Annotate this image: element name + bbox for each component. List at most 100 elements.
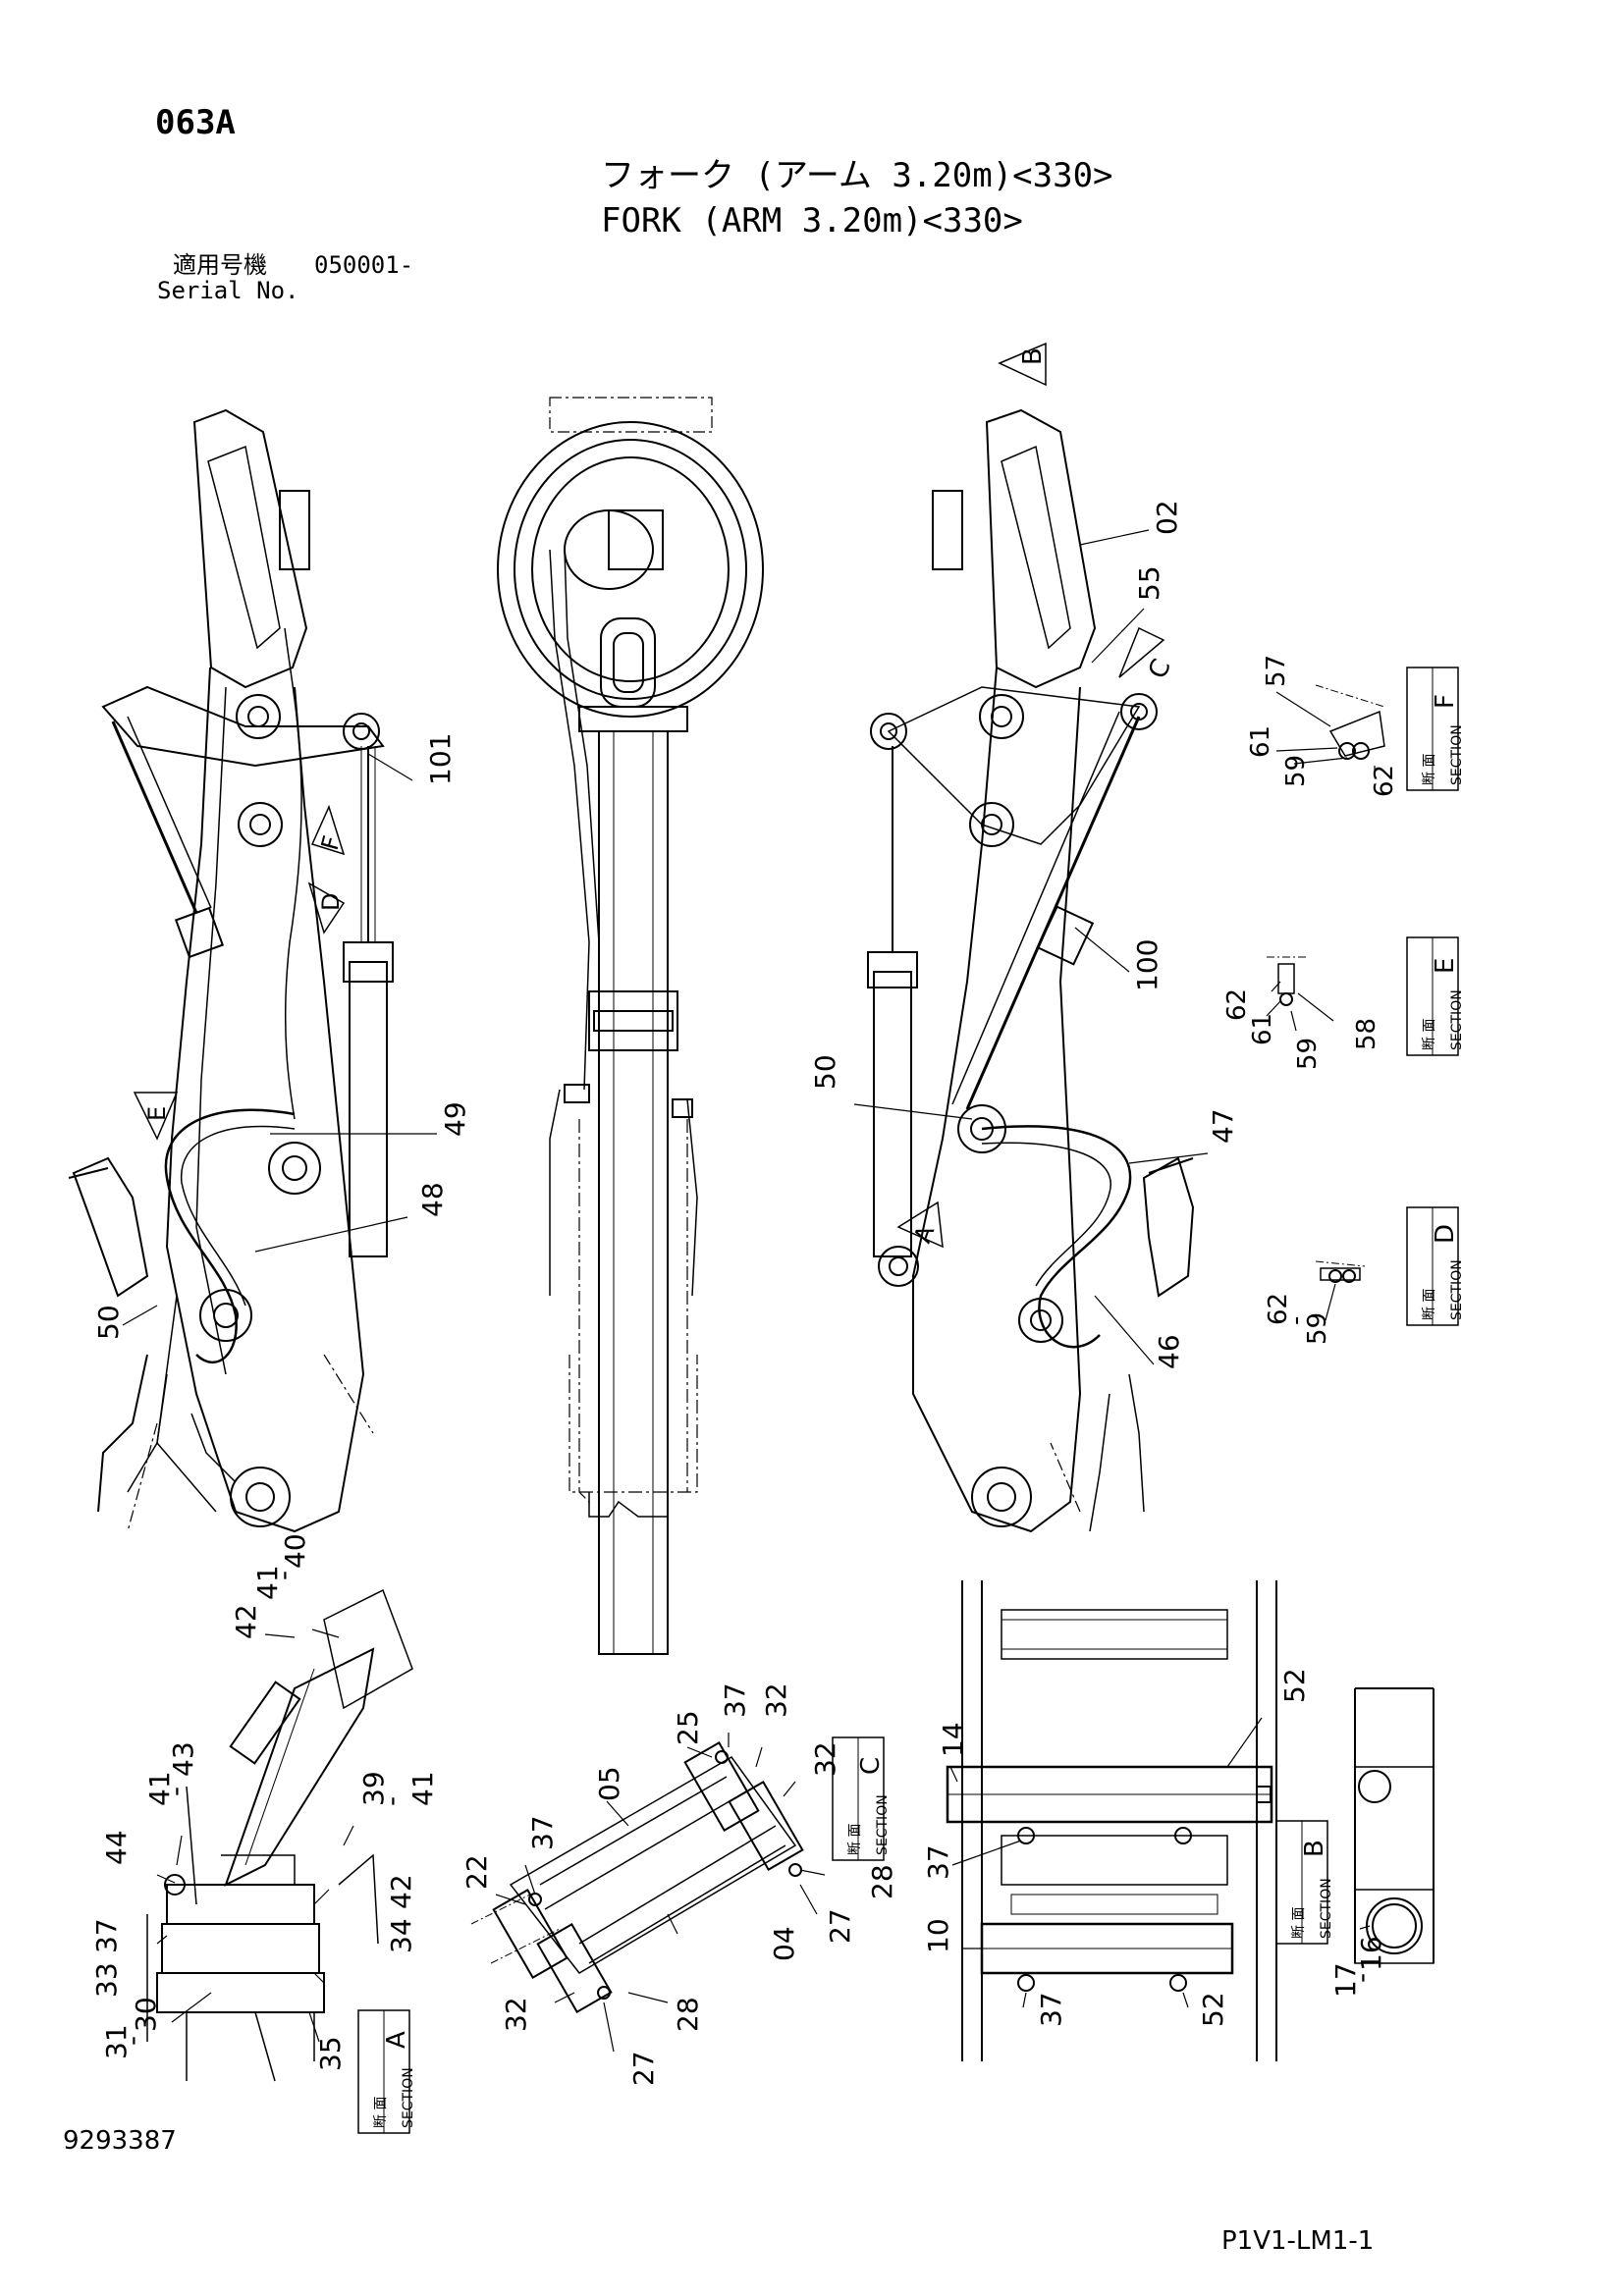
callout-101: 101: [424, 733, 457, 785]
callout-25: 25: [672, 1710, 704, 1745]
callout-57: 57: [1262, 655, 1291, 687]
callout-31: 31: [100, 2024, 133, 2059]
callout-41-a2: 41: [143, 1771, 176, 1806]
view-arrows: B C F D E A: [133, 342, 1177, 1249]
callout-05: 05: [593, 1766, 625, 1801]
callout-50-right: 50: [809, 1054, 841, 1090]
leader-lines-upper: [122, 529, 1209, 1365]
section-d-letter: D: [1431, 1224, 1460, 1244]
callout-dash-b: -: [1345, 1973, 1378, 1983]
callout-62-e: 62: [1222, 988, 1252, 1021]
section-a-en: SECTION: [401, 2067, 416, 2128]
callout-27-c1: 27: [824, 1908, 856, 1944]
section-f-en: SECTION: [1449, 724, 1465, 785]
callout-32-c2: 32: [809, 1741, 841, 1777]
callout-42-a1: 42: [230, 1604, 262, 1639]
callout-61-f: 61: [1246, 725, 1275, 758]
callout-22: 22: [460, 1854, 493, 1890]
callout-39: 39: [357, 1771, 390, 1806]
callout-34: 34: [385, 1918, 417, 1953]
callout-55: 55: [1133, 565, 1165, 601]
serial-label-japanese: 適用号機: [173, 251, 267, 279]
callout-58: 58: [1352, 1018, 1381, 1050]
callout-40: 40: [279, 1533, 311, 1569]
callout-59-f: 59: [1281, 755, 1311, 787]
callout-43: 43: [167, 1741, 199, 1777]
section-b-plan: 52 14 37 10 37 52: [922, 1580, 1311, 2061]
section-b-detail: 17 - 16 B SECTION 断 面: [1275, 1687, 1435, 1998]
callout-dash-a4: -: [116, 2036, 148, 2046]
section-a-jp: 断 面: [373, 2097, 389, 2128]
callout-49: 49: [439, 1101, 471, 1137]
callout-37-b2: 37: [1035, 1992, 1067, 2027]
center-front-view: [497, 397, 764, 1655]
section-a-detail: 41 - 40 42 41 - 43 39 - 41 44 42 37 33 3…: [90, 1533, 439, 2134]
document-number: 9293387: [63, 2126, 177, 2156]
page-code: 063A: [155, 103, 236, 142]
section-c-detail: 05 25 37 32 32 37 22 28 27 04 32 27 28 C…: [460, 1682, 898, 2086]
callout-30: 30: [130, 1997, 162, 2032]
callout-52-b1: 52: [1278, 1668, 1311, 1703]
callout-37-c1: 37: [719, 1682, 751, 1718]
section-b-en: SECTION: [1319, 1878, 1334, 1939]
callout-dash-a3: -: [375, 1796, 407, 1806]
section-d-jp: 断 面: [1422, 1289, 1437, 1320]
callout-35: 35: [314, 2036, 347, 2071]
section-d-detail: 62 - 59 D SECTION 断 面: [1264, 1206, 1465, 1345]
callout-02: 02: [1151, 500, 1183, 535]
callout-41-a1: 41: [251, 1565, 284, 1600]
callout-37-a: 37: [90, 1918, 123, 1953]
callout-33: 33: [90, 1962, 123, 1998]
section-f-jp: 断 面: [1422, 754, 1437, 785]
serial-number-value: 050001-: [314, 251, 414, 279]
section-e-letter: E: [1431, 958, 1460, 974]
callout-17: 17: [1329, 1962, 1362, 1998]
callout-47: 47: [1207, 1108, 1239, 1144]
view-marker-B: B: [1018, 347, 1048, 365]
callout-14: 14: [937, 1722, 969, 1757]
callout-59-e: 59: [1293, 1038, 1323, 1070]
callout-32-c3: 32: [500, 1997, 532, 2032]
section-e-detail: 62 61 59 58 E SECTION 断 面: [1222, 936, 1465, 1070]
callout-28-c2: 28: [672, 1997, 704, 2032]
title-japanese: フォーク (アーム 3.20m)<330>: [601, 156, 1113, 195]
callout-62-f: 62: [1370, 765, 1399, 797]
callout-100: 100: [1131, 939, 1164, 991]
section-f-letter: F: [1431, 694, 1460, 709]
callout-42-a2: 42: [385, 1874, 417, 1909]
callout-48: 48: [416, 1182, 449, 1217]
callout-59-d: 59: [1303, 1312, 1332, 1345]
callouts-upper: 101 49 48 50 02 55 100 50 47 46: [92, 500, 1239, 1369]
callout-50-left: 50: [92, 1305, 125, 1340]
callout-46: 46: [1153, 1334, 1185, 1369]
section-c-en: SECTION: [875, 1794, 891, 1855]
callout-37-b1: 37: [922, 1844, 954, 1880]
callout-62-d: 62: [1264, 1293, 1293, 1325]
right-arm-view: [867, 408, 1195, 1533]
section-c-jp: 断 面: [847, 1824, 863, 1855]
callout-44: 44: [100, 1830, 133, 1865]
callout-61-e: 61: [1248, 1013, 1277, 1045]
section-c-letter: C: [856, 1757, 886, 1775]
callout-04: 04: [768, 1926, 800, 1961]
left-arm-view: [68, 408, 394, 1533]
section-d-en: SECTION: [1449, 1259, 1465, 1320]
view-marker-F: F: [316, 832, 347, 853]
view-marker-D: D: [317, 893, 345, 911]
callout-52-b2: 52: [1197, 1992, 1229, 2027]
callout-28-c1: 28: [866, 1864, 898, 1899]
section-a-letter: A: [382, 2031, 411, 2049]
section-e-en: SECTION: [1449, 989, 1465, 1050]
callout-10: 10: [922, 1918, 954, 1953]
callout-37-c2: 37: [526, 1815, 559, 1850]
title-english: FORK (ARM 3.20m)<330>: [601, 201, 1023, 240]
serial-label-english: Serial No.: [157, 277, 299, 304]
view-marker-C: C: [1143, 655, 1177, 683]
section-e-jp: 断 面: [1422, 1019, 1437, 1050]
callout-27-c2: 27: [627, 2051, 660, 2086]
section-b-jp: 断 面: [1291, 1907, 1307, 1939]
page-reference: P1V1-LM1-1: [1221, 2226, 1375, 2256]
callout-dash-a2: -: [159, 1787, 191, 1796]
section-b-letter: B: [1300, 1840, 1329, 1857]
